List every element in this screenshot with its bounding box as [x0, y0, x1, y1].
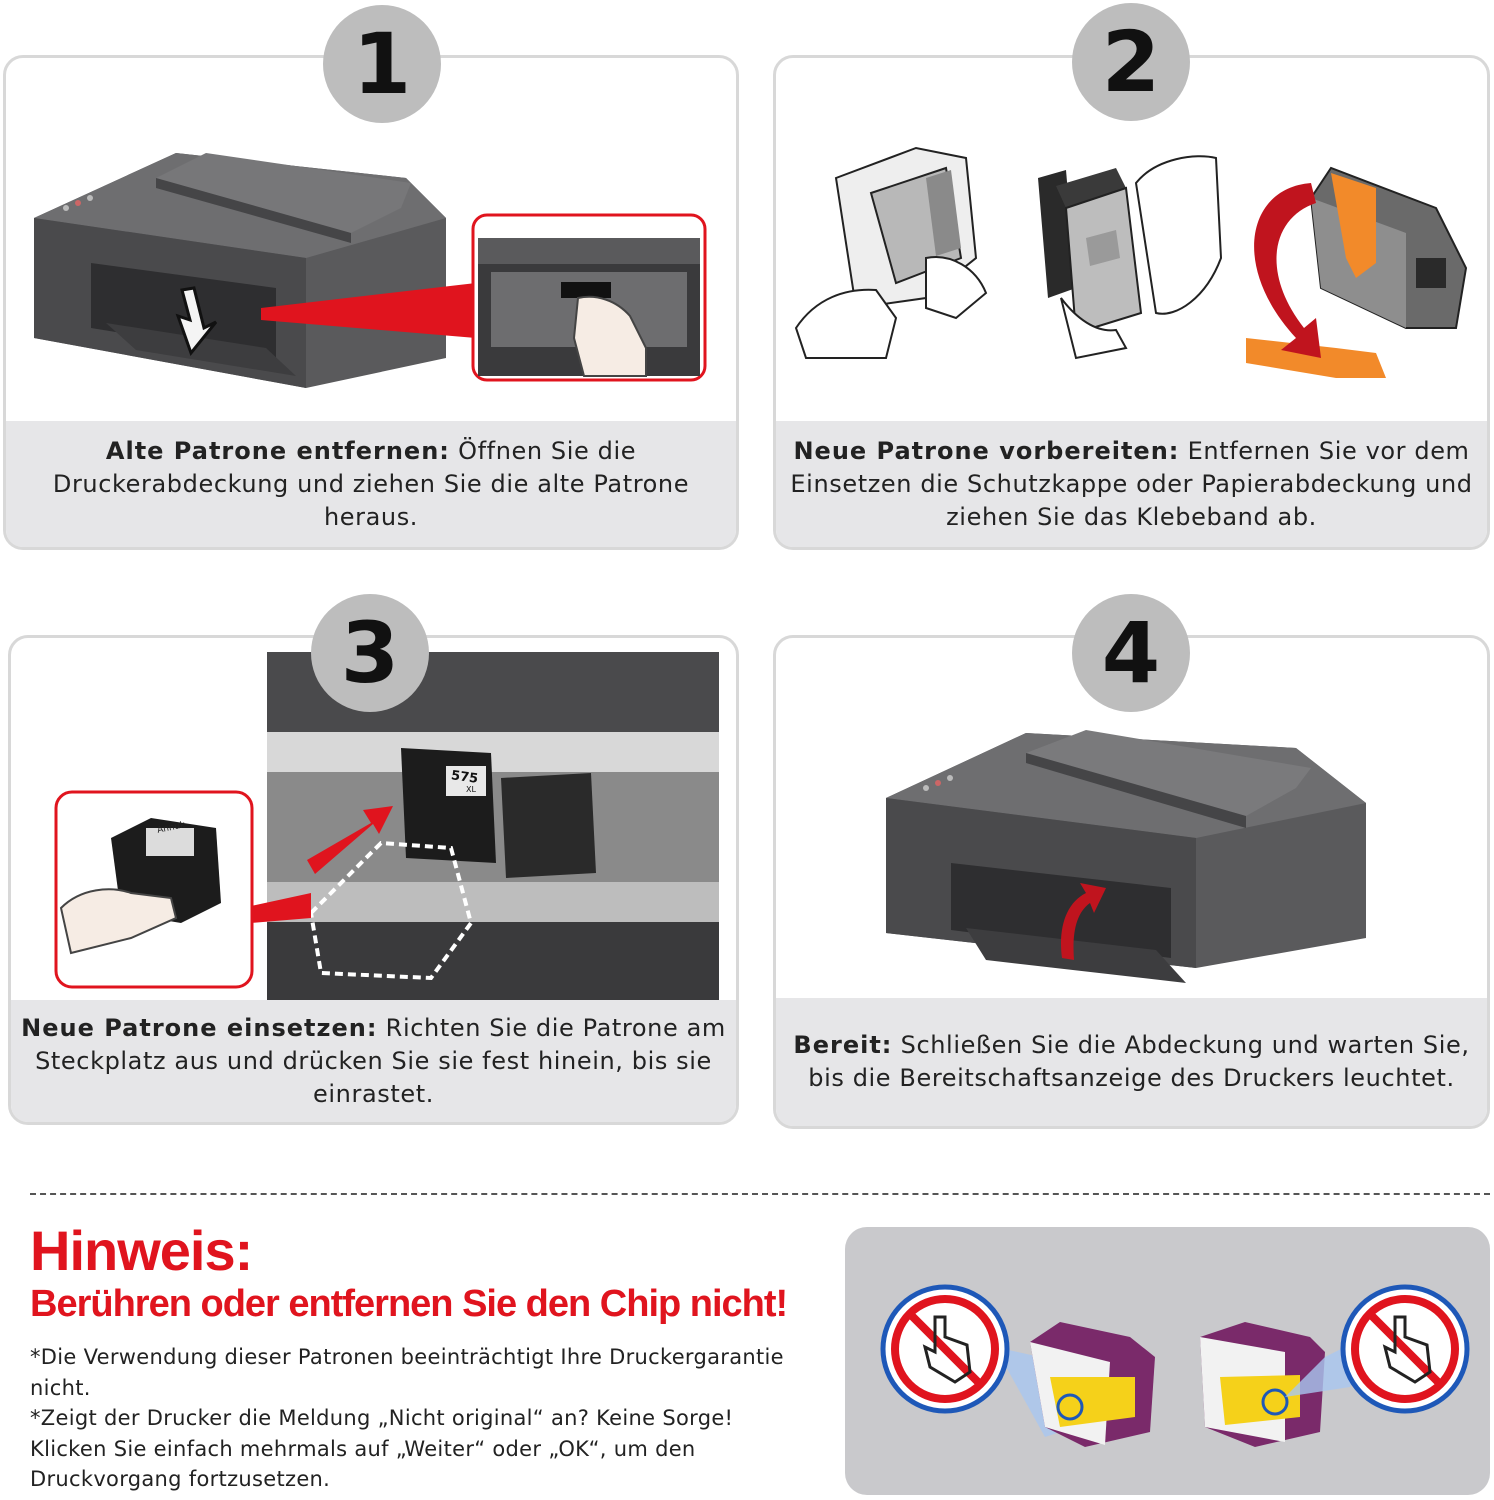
cartridge-preparation-illustration: [794, 146, 1468, 378]
note-title: Hinweis:: [30, 1219, 253, 1282]
step-2-badge: 2: [1072, 3, 1190, 121]
cartridge-insert-illustration: [54, 652, 719, 1004]
step-3-title: Neue Patrone einsetzen:: [21, 1013, 378, 1042]
step-1-text: Öffnen Sie die Druckerabdeckung und zieh…: [52, 436, 690, 531]
step-2-text: Entfernen Sie vor dem Einsetzen die Schu…: [790, 436, 1473, 531]
step-4-badge: 4: [1072, 594, 1190, 712]
step-1-card: Alte Patrone entfernen: Öffnen Sie die D…: [3, 55, 739, 550]
note-line-warranty: *Die Verwendung dieser Patronen beeinträ…: [30, 1345, 784, 1400]
chip-warning-panel: [845, 1227, 1490, 1495]
step-3-caption: Neue Patrone einsetzen: Richten Sie die …: [11, 1000, 736, 1122]
step-4-card: Bereit: Schließen Sie die Abdeckung und …: [773, 635, 1490, 1129]
step-2-title: Neue Patrone vorbereiten:: [793, 436, 1180, 465]
note-line-not-original: *Zeigt der Drucker die Meldung „Nicht or…: [30, 1406, 734, 1491]
step-4-title: Bereit:: [793, 1031, 893, 1059]
note-text: *Die Verwendung dieser Patronen beeinträ…: [30, 1342, 810, 1495]
printer-closed-cover-illustration: [886, 730, 1366, 983]
step-3-card: Annuk 575 XL Neue Patrone einsetzen: Ric…: [8, 635, 739, 1125]
step-2-card: Neue Patrone vorbereiten: Entfernen Sie …: [773, 55, 1490, 550]
cartridge-type-label: XL: [466, 785, 476, 794]
step-4-caption: Bereit: Schließen Sie die Abdeckung und …: [776, 998, 1487, 1126]
do-not-touch-chip-illustration: [880, 1284, 1470, 1447]
dashed-divider: [30, 1193, 1490, 1195]
step-3-text: Richten Sie die Patrone am Steckplatz au…: [35, 1013, 726, 1108]
printer-open-cover-illustration: [34, 153, 707, 388]
step-4-text: Schließen Sie die Abdeckung und warten S…: [808, 1031, 1470, 1092]
step-1-caption: Alte Patrone entfernen: Öffnen Sie die D…: [6, 421, 736, 547]
note-subtitle: Berühren oder entfernen Sie den Chip nic…: [30, 1283, 788, 1325]
step-1-title: Alte Patrone entfernen:: [105, 436, 450, 465]
step-3-badge: 3: [311, 594, 429, 712]
step-2-caption: Neue Patrone vorbereiten: Entfernen Sie …: [776, 421, 1487, 547]
step-1-badge: 1: [323, 5, 441, 123]
